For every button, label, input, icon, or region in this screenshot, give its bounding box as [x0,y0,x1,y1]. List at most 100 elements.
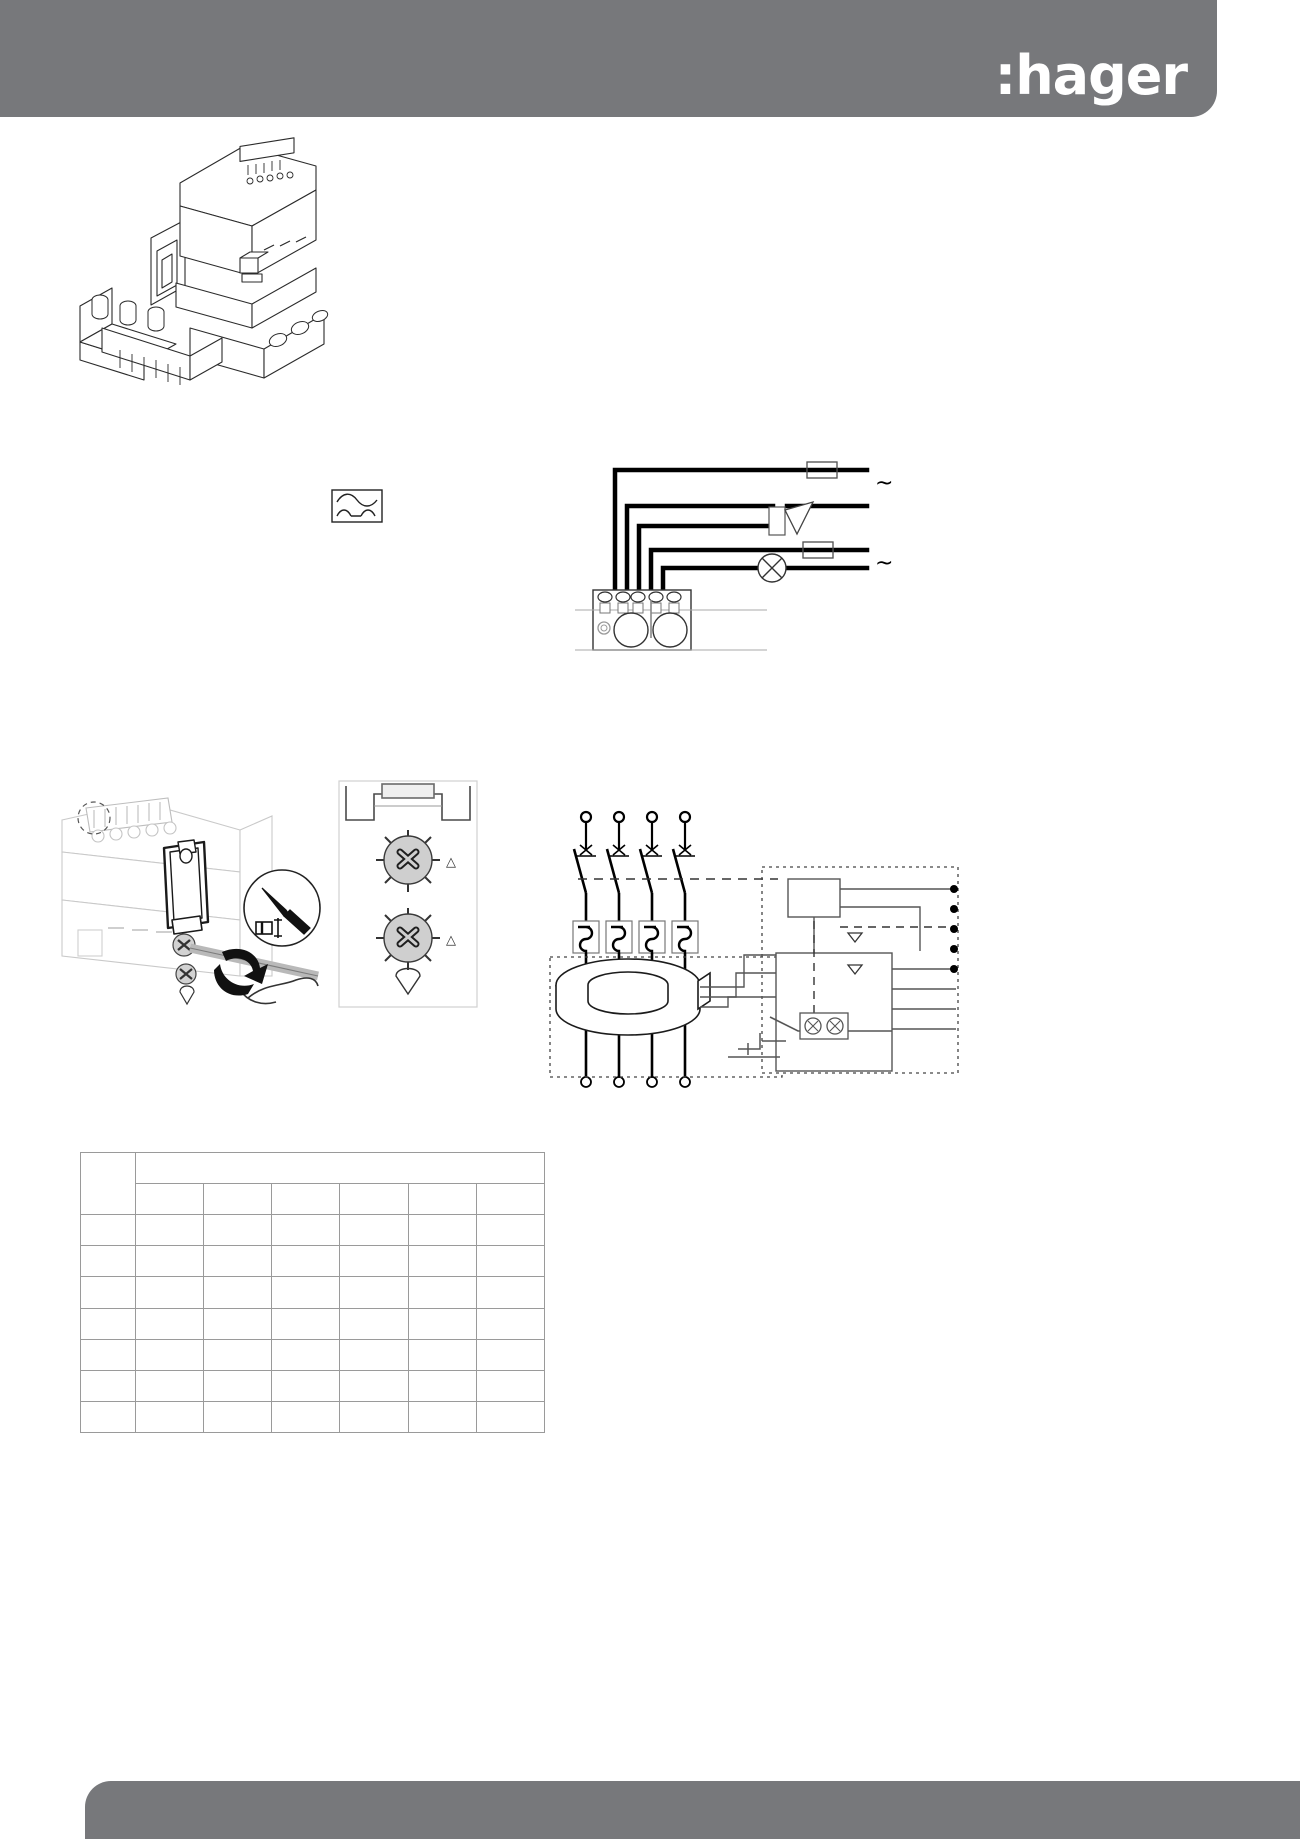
table-cell [134,1369,205,1402]
table-cell [203,1338,273,1371]
rotation-arrow-icon [214,948,268,996]
test-button [728,1033,780,1058]
table-cell [475,1369,546,1402]
adjustment-screw-lower [175,963,197,985]
triangle-pointer-icon [179,985,195,1006]
column-header [339,1183,409,1216]
table-cell [271,1307,341,1340]
table-row [80,1214,546,1247]
table-cell [134,1214,205,1247]
page-header: :hager [0,0,1217,117]
waveform-symbol [331,489,383,523]
table-cell [203,1245,273,1278]
row-label [80,1400,136,1434]
fuse-symbol-2 [802,541,834,559]
table-cell [339,1338,409,1371]
callout-circle-marker [77,801,111,835]
hager-logo: :hager [994,44,1188,107]
row-label [80,1338,136,1371]
magnifier-callout [243,869,321,947]
product-line-drawing [72,128,332,393]
table-cell [339,1245,409,1278]
panel-pointer-icon [395,967,421,996]
table-cell [475,1307,546,1340]
table-cell [339,1276,409,1309]
table-cell [134,1307,205,1340]
table-cell [407,1245,477,1278]
auxiliary-wiring-diagram: ~ ~ [575,450,905,660]
table-cell [271,1245,341,1278]
table-group-header [135,1151,545,1185]
fuse-symbol-1 [806,461,838,479]
ac-symbol-2: ~ [875,551,893,576]
dial-lower-marker: △ [446,933,456,948]
toroid-core [555,958,711,1036]
table-subheader-row [81,1183,546,1216]
table-cell [475,1214,546,1247]
lamp-symbol [757,553,787,583]
module-terminals [799,1012,849,1040]
horn-symbol [768,500,815,536]
toroid-enclosure [549,956,783,1078]
rotary-selector-panel: △ △ [338,780,478,1008]
table-cell [339,1214,409,1247]
table-cell [203,1276,273,1309]
table-cell [203,1307,273,1340]
output-terminals [950,885,958,973]
column-header [271,1183,341,1216]
row-label [80,1276,136,1309]
terminal-block [575,589,767,651]
slot-size-icon [255,918,282,938]
installation-schematic [548,805,959,1100]
table-cell [134,1245,205,1278]
table-cell [475,1276,546,1309]
table-cell [339,1400,409,1434]
ac-symbol-1: ~ [875,471,893,496]
table-row [80,1400,546,1434]
screwdriver-icon [261,887,311,935]
table-cell [203,1400,273,1434]
table-row [80,1245,546,1278]
table-cell [339,1307,409,1340]
table-row [80,1369,546,1402]
row-label [80,1307,136,1340]
table-cell [407,1214,477,1247]
table-cell [271,1338,341,1371]
table-cell [271,1214,341,1247]
table-cell [407,1338,477,1371]
dial-upper-marker: △ [446,855,456,870]
table-row [80,1338,546,1371]
earth-markers [846,932,864,976]
table-cell [475,1245,546,1278]
table-row [80,1307,546,1340]
table-row [80,1276,546,1309]
relay-module [775,878,893,1072]
table-cell [407,1307,477,1340]
specification-table [80,1151,546,1434]
table-cell [134,1338,205,1371]
relay-enclosure [761,866,959,1074]
dial-lower [376,908,440,970]
table-cell [407,1276,477,1309]
table-cell [475,1338,546,1371]
table-cell [134,1400,205,1434]
row-label [80,1369,136,1402]
table-cell [407,1369,477,1402]
setting-adjustment-illustration [61,780,321,1010]
column-header [407,1183,477,1216]
table-cell [134,1276,205,1309]
table-corner-cell [80,1151,136,1216]
table-cell [271,1400,341,1434]
row-label [80,1214,136,1247]
page-footer [85,1781,1300,1839]
column-header [203,1183,273,1216]
column-header [134,1183,205,1216]
table-cell [271,1369,341,1402]
table-cell [271,1276,341,1309]
table-cell [339,1369,409,1402]
table-cell [203,1369,273,1402]
row-label [80,1245,136,1278]
column-header [475,1183,546,1216]
dial-upper [376,830,440,892]
